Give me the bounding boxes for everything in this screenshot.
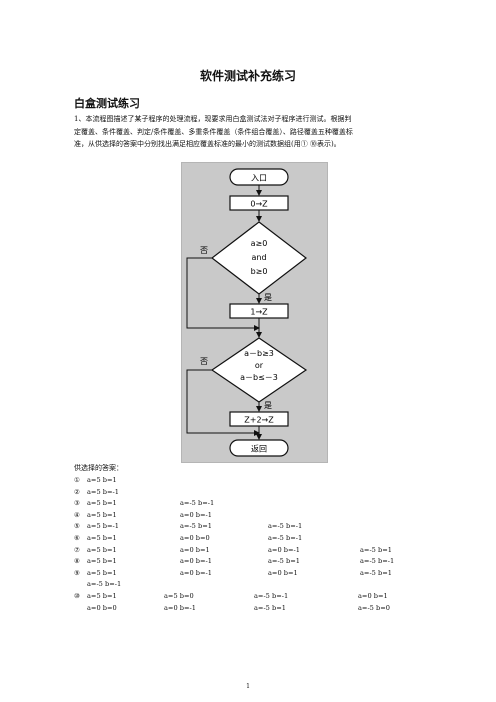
answer-number: ④ bbox=[74, 510, 80, 519]
answer-value: a=-5 b=1 bbox=[254, 603, 286, 612]
end-label: 返回 bbox=[251, 445, 267, 454]
answer-value: a=0 b=-1 bbox=[268, 545, 300, 554]
paragraph-line: 定覆盖、条件覆盖、判定/条件覆盖、多重条件覆盖（条件组合覆盖）、路径覆盖五种覆盖… bbox=[74, 127, 353, 136]
decision-1-no-label: 否 bbox=[200, 246, 208, 255]
decision-2 bbox=[210, 337, 308, 403]
answer-value: a=-5 b=-1 bbox=[268, 533, 303, 542]
answer-value: a=5 b=1 bbox=[87, 510, 117, 519]
answer-value: a=0 b=1 bbox=[180, 545, 210, 554]
answer-number: ⑨ bbox=[74, 568, 80, 577]
answer-value: a=5 b=1 bbox=[87, 568, 117, 577]
decision-1-line: a≥0 bbox=[251, 239, 268, 248]
section-heading: 白盒测试练习 bbox=[74, 97, 140, 110]
answer-number: ⑦ bbox=[74, 545, 80, 554]
answer-value: a=-5 b=-1 bbox=[254, 591, 289, 600]
answer-number: ⑤ bbox=[74, 522, 80, 531]
answer-value: a=0 b=1 bbox=[358, 591, 388, 600]
answer-value: a=-5 b=-1 bbox=[180, 499, 215, 508]
answer-value: a=-5 b=1 bbox=[360, 545, 392, 554]
answer-value: a=5 b=1 bbox=[87, 557, 117, 566]
decision-1-line: b≥0 bbox=[251, 267, 268, 276]
answers-heading: 供选择的答案： bbox=[74, 464, 123, 472]
answer-value: a=5 b=1 bbox=[87, 476, 117, 484]
answer-value: a=0 b=-1 bbox=[180, 557, 212, 566]
answer-value: a=0 b=-1 bbox=[180, 510, 212, 519]
answer-value: a=0 b=0 bbox=[87, 603, 117, 612]
question-paragraph: 1、本流程图描述了某子程序的处理流程，现要求用白盒测试法对子程序进行测试。根据判… bbox=[74, 113, 420, 151]
paragraph-line: 1、本流程图描述了某子程序的处理流程，现要求用白盒测试法对子程序进行测试。根据判 bbox=[74, 115, 352, 123]
answer-value: a=-5 b=0 bbox=[358, 603, 390, 612]
answer-value: a=5 b=1 bbox=[87, 591, 117, 600]
answer-value: a=-5 b=1 bbox=[360, 568, 392, 577]
flowchart-figure: 入口 0→Z a≥0 and b≥0 否 是 1→Z a－b≥3 or a－b≤… bbox=[181, 162, 328, 463]
answer-number: ② bbox=[74, 487, 80, 496]
start-label: 入口 bbox=[251, 174, 267, 183]
answer-value: a=5 b=1 bbox=[87, 499, 117, 508]
answer-value: a=-5 b=-1 bbox=[268, 522, 303, 531]
decision-2-line: a－b≤－3 bbox=[240, 373, 278, 382]
answer-value: a=5 b=1 bbox=[87, 533, 117, 542]
process-add-two-label: Z+2→Z bbox=[244, 416, 274, 425]
decision-2-line: a－b≥3 bbox=[244, 349, 274, 358]
page-number: 1 bbox=[246, 683, 250, 690]
end-terminal bbox=[229, 439, 289, 457]
process-init-label: 0→Z bbox=[250, 200, 268, 209]
answer-value: a=-5 b=1 bbox=[268, 557, 300, 566]
answer-value: a=-5 b=1 bbox=[180, 522, 212, 531]
answer-value: a=-5 b=-1 bbox=[360, 557, 395, 566]
answer-number: ③ bbox=[74, 499, 80, 508]
decision-1-line: and bbox=[251, 253, 266, 262]
answer-number: ⑥ bbox=[74, 533, 80, 542]
answer-number: ① bbox=[74, 476, 80, 484]
answer-value: a=0 b=1 bbox=[268, 568, 298, 577]
paragraph-line: 准，从供选择的答案中分别找出满足相应覆盖标准的最小的测试数据组(用① ⑩表示)。 bbox=[74, 140, 341, 148]
answer-value: a=0 b=-1 bbox=[180, 568, 212, 577]
answer-value: a=5 b=1 bbox=[87, 545, 117, 554]
document-title: 软件测试补充练习 bbox=[199, 69, 296, 83]
decision-1-yes-label: 是 bbox=[264, 293, 272, 302]
answer-value: a=5 b=-1 bbox=[87, 522, 119, 531]
decision-2-yes-label: 是 bbox=[264, 401, 272, 410]
decision-2-line: or bbox=[255, 361, 264, 370]
answer-value: a=0 b=-1 bbox=[164, 603, 196, 612]
answer-value: a=5 b=0 bbox=[164, 591, 194, 600]
decision-2-no-label: 否 bbox=[200, 357, 208, 366]
answer-value: a=-5 b=-1 bbox=[87, 580, 122, 589]
process-set-one-label: 1→Z bbox=[250, 308, 268, 317]
answer-value: a=5 b=-1 bbox=[87, 487, 119, 496]
answer-number: ⑩ bbox=[74, 591, 80, 600]
answer-value: a=0 b=0 bbox=[180, 533, 210, 542]
answer-number: ⑧ bbox=[74, 557, 80, 566]
